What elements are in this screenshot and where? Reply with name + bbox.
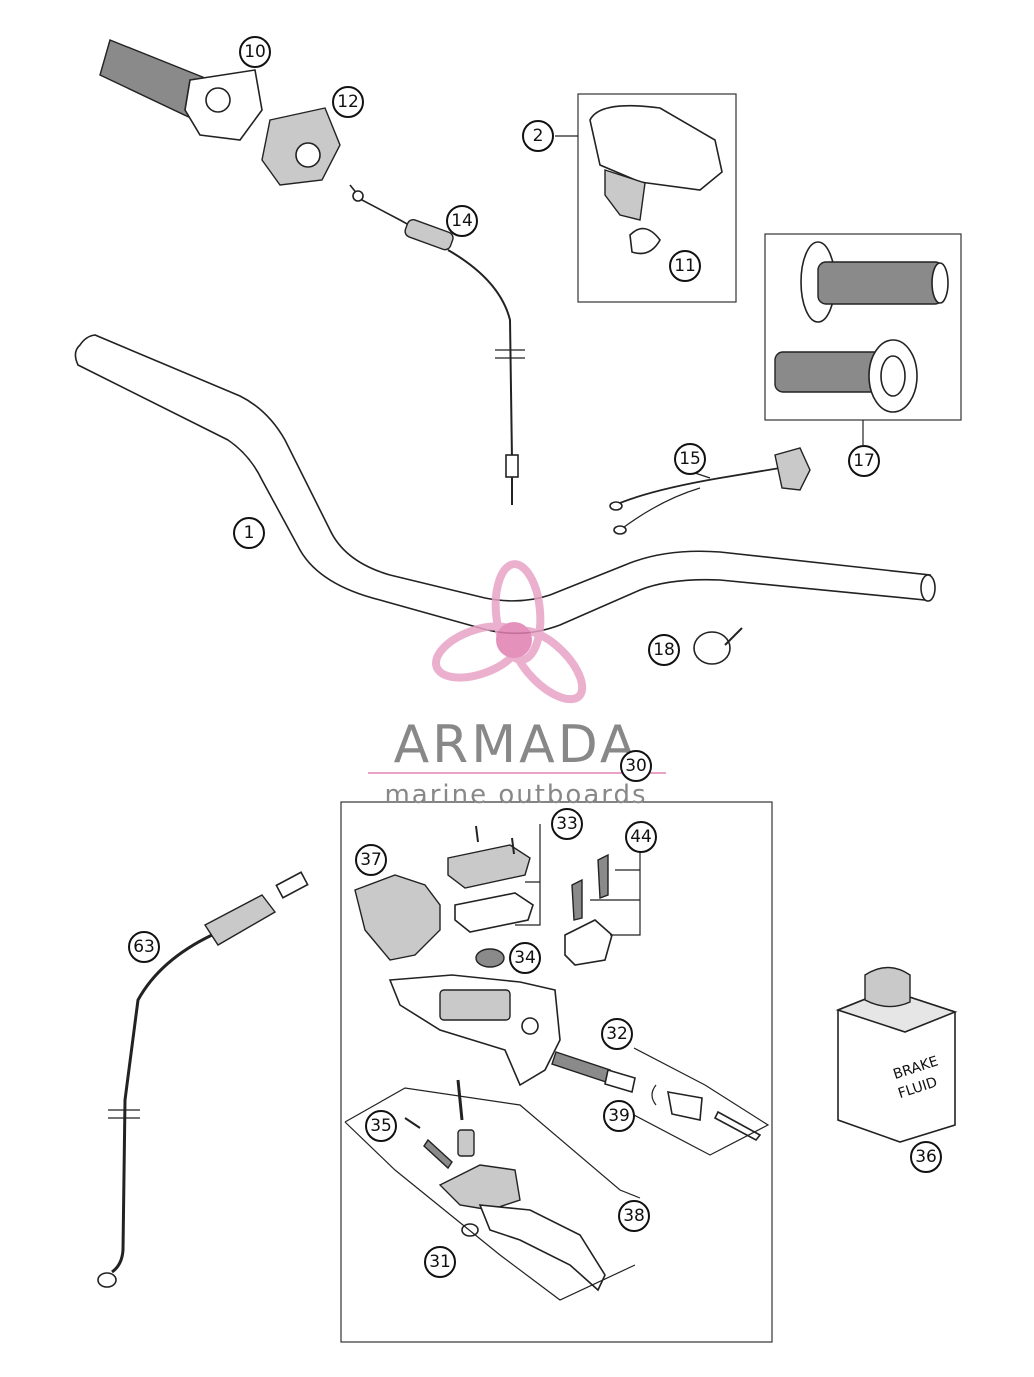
- callout-44: 44: [625, 821, 657, 853]
- callout-63: 63: [128, 931, 160, 963]
- throttle-cable-part: [349, 184, 525, 505]
- callout-30: 30: [620, 750, 652, 782]
- callout-36: 36: [910, 1141, 942, 1173]
- callout-label: 34: [514, 948, 536, 968]
- callout-label: 36: [915, 1147, 937, 1167]
- callout-label: 35: [370, 1116, 392, 1136]
- callout-33: 33: [551, 808, 583, 840]
- throttle-grip-part: [99, 39, 263, 141]
- callout-34: 34: [509, 942, 541, 974]
- callout-15: 15: [674, 443, 706, 475]
- kill-switch-part: [609, 447, 811, 535]
- callout-14: 14: [446, 205, 478, 237]
- callout-label: 18: [653, 640, 675, 660]
- handlebar-part: [74, 334, 936, 635]
- callout-label: 44: [630, 827, 652, 847]
- callout-label: 39: [608, 1106, 630, 1126]
- callout-31: 31: [424, 1246, 456, 1278]
- watermark-brand: ARMADA: [394, 715, 639, 775]
- callout-35: 35: [365, 1110, 397, 1142]
- callout-10: 10: [239, 36, 271, 68]
- callout-17: 17: [848, 445, 880, 477]
- master-cylinder-group: [340, 801, 773, 1343]
- callout-label: 38: [623, 1206, 645, 1226]
- callout-label: 14: [451, 211, 473, 231]
- callout-label: 15: [679, 449, 701, 469]
- callout-2: 2: [522, 120, 554, 152]
- callout-11: 11: [669, 250, 701, 282]
- watermark-logo: [431, 560, 587, 704]
- watermark-logo-center: [496, 622, 532, 658]
- callout-label: 17: [853, 451, 875, 471]
- callout-label: 33: [556, 814, 578, 834]
- callout-37: 37: [355, 844, 387, 876]
- callout-label: 11: [674, 256, 696, 276]
- clutch-cable-part: [97, 871, 309, 1288]
- callout-39: 39: [603, 1100, 635, 1132]
- callout-18: 18: [648, 634, 680, 666]
- brake-fluid-bottle: BRAKE FLUID: [835, 966, 958, 1143]
- callout-label: 10: [244, 42, 266, 62]
- callout-label: 30: [625, 756, 647, 776]
- callout-label: 63: [133, 937, 155, 957]
- callout-label: 12: [337, 92, 359, 112]
- handlebar-pad-group: [577, 93, 737, 303]
- callout-label: 1: [244, 523, 255, 543]
- callout-38: 38: [618, 1200, 650, 1232]
- grips-group: [764, 233, 962, 421]
- callout-1: 1: [233, 517, 265, 549]
- callout-32: 32: [601, 1018, 633, 1050]
- callout-label: 37: [360, 850, 382, 870]
- throttle-cover-part: [261, 107, 341, 186]
- watermark-tagline: marine outboards: [384, 780, 647, 810]
- callout-12: 12: [332, 86, 364, 118]
- callout-label: 31: [429, 1252, 451, 1272]
- cable-tie-part: [693, 627, 743, 665]
- callout-label: 32: [606, 1024, 628, 1044]
- callout-label: 2: [533, 126, 544, 146]
